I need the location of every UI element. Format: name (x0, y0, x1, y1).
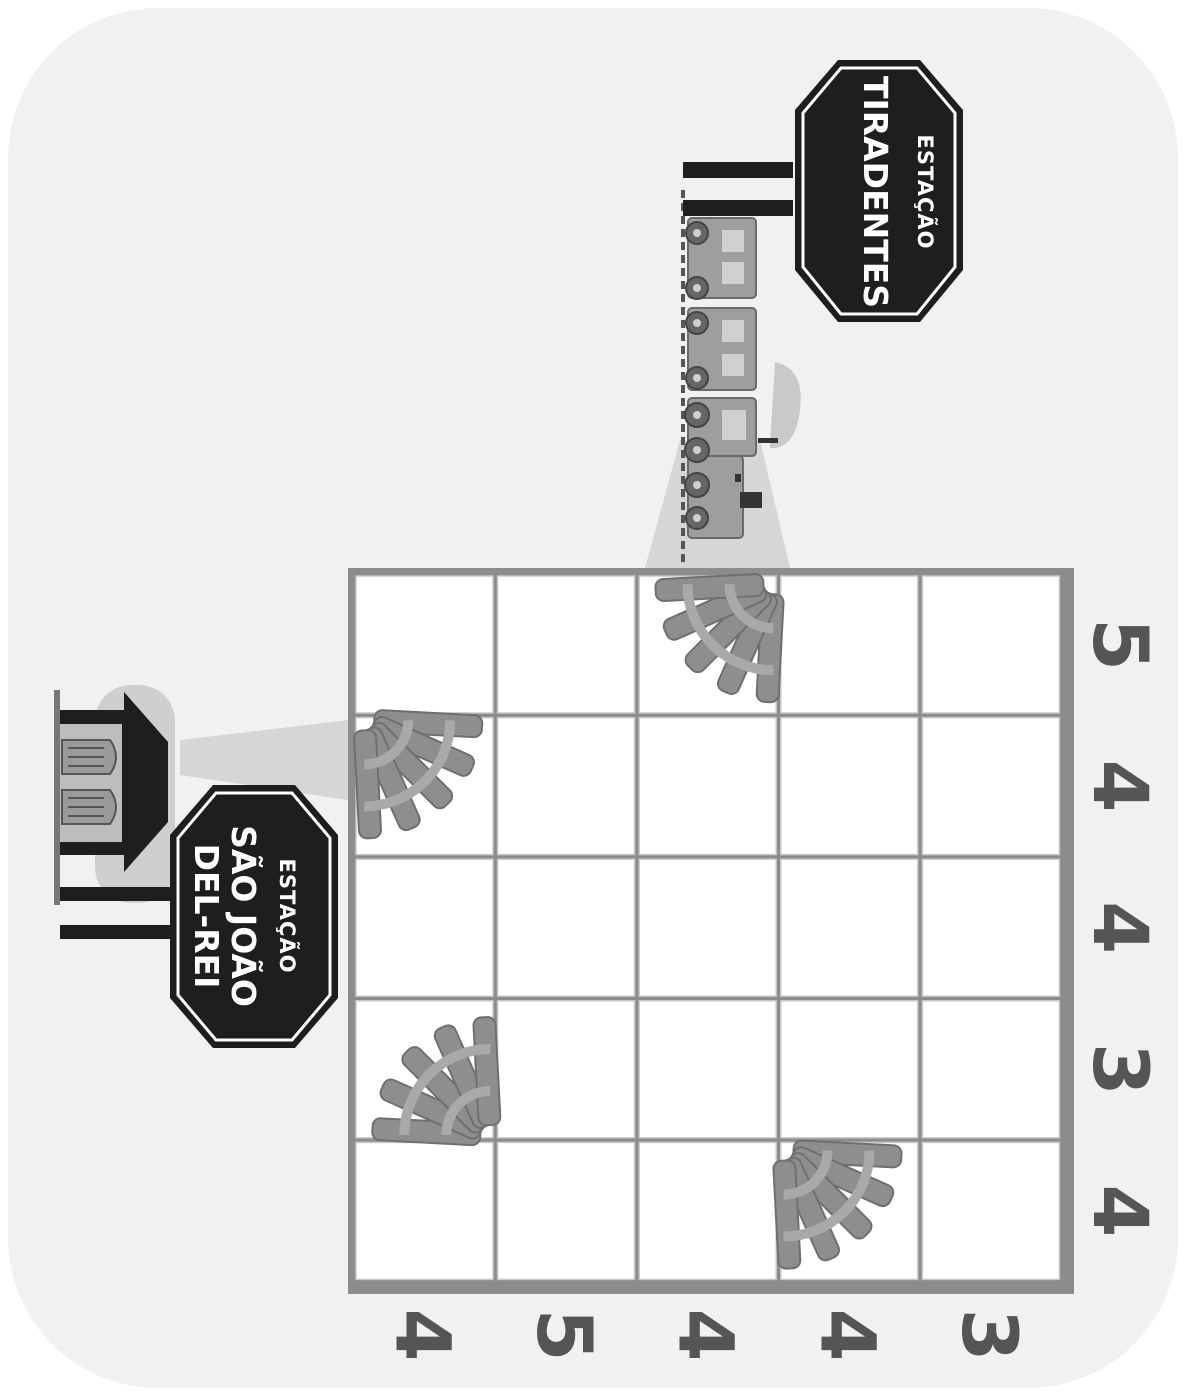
column-clue: 4 (379, 1309, 468, 1362)
end-station-label-small: ESTAÇÃO (275, 859, 300, 974)
grid-cell[interactable] (781, 576, 918, 713)
column-clue: 4 (803, 1309, 892, 1362)
grid-cell[interactable] (356, 1142, 493, 1279)
grid-cell[interactable] (922, 1001, 1059, 1138)
row-clue: 5 (1076, 618, 1165, 671)
column-clue: 4 (662, 1309, 751, 1362)
grid-cell[interactable] (639, 1001, 776, 1138)
grid-cell[interactable] (498, 859, 635, 996)
row-clue: 4 (1076, 760, 1165, 813)
start-station-label-small: ESTAÇÃO (913, 135, 938, 250)
row-clue: 4 (1076, 1184, 1165, 1237)
grid (348, 568, 1074, 1294)
grid-cell[interactable] (498, 576, 635, 713)
grid-cell[interactable] (922, 859, 1059, 996)
grid-cell[interactable] (498, 1142, 635, 1279)
grid-cell[interactable] (498, 718, 635, 855)
grid-cell[interactable] (922, 576, 1059, 713)
column-clue: 3 (945, 1309, 1034, 1362)
row-clue: 4 (1076, 901, 1165, 954)
end-station-name-line1: SÃO JOÃO (224, 825, 264, 1007)
column-clue: 5 (520, 1309, 609, 1362)
grid-cell[interactable] (922, 718, 1059, 855)
grid-cell[interactable] (356, 576, 493, 713)
grid-cell[interactable] (781, 1001, 918, 1138)
start-station-name: TIRADENTES (856, 76, 895, 308)
grid-cell[interactable] (498, 1001, 635, 1138)
grid-cell[interactable] (922, 1142, 1059, 1279)
grid-cell[interactable] (639, 859, 776, 996)
grid-cell[interactable] (639, 718, 776, 855)
end-station-name-line2: DEL-REI (187, 844, 226, 989)
grid-cell[interactable] (639, 1142, 776, 1279)
grid-cell[interactable] (781, 718, 918, 855)
row-clue: 3 (1076, 1043, 1165, 1096)
grid-cell[interactable] (356, 859, 493, 996)
grid-cell[interactable] (781, 859, 918, 996)
